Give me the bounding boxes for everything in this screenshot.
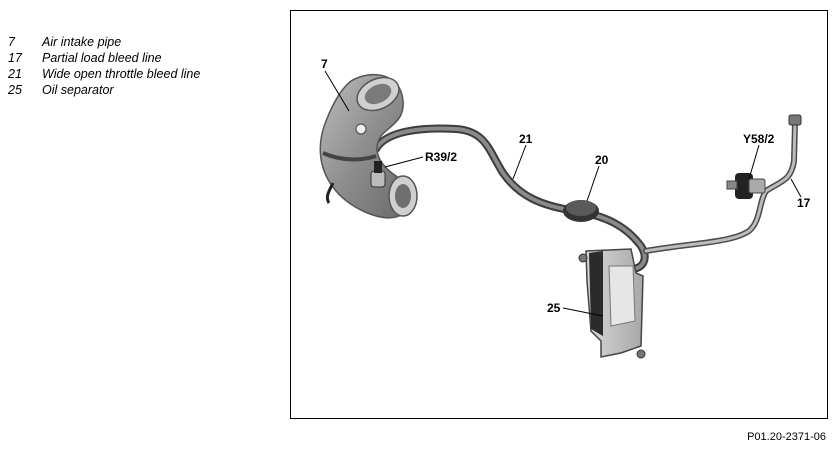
legend-label: Air intake pipe — [42, 35, 122, 49]
figure-id: P01.20-2371-06 — [747, 431, 826, 443]
bleed-line-21 — [372, 124, 649, 273]
legend-item-partial-load-bleed-line: 17 Partial load bleed line — [8, 50, 278, 66]
legend-number: 21 — [8, 67, 22, 81]
callout-y58-2: Y58/2 — [743, 132, 775, 146]
legend-label: Partial load bleed line — [42, 51, 162, 65]
callout-20: 20 — [595, 153, 609, 167]
callout-17: 17 — [797, 196, 811, 210]
valve-y58-2 — [726, 173, 766, 199]
legend-number: 17 — [8, 51, 22, 65]
legend-number: 7 — [8, 35, 15, 49]
oil-separator — [578, 248, 646, 359]
callout-r39-2: R39/2 — [425, 150, 457, 164]
bleed-line-17 — [643, 114, 802, 254]
legend-item-oil-separator: 25 Oil separator — [8, 82, 278, 98]
leader-lines — [324, 70, 802, 317]
legend-item-air-intake-pipe: 7 Air intake pipe — [8, 34, 278, 50]
legend-number: 25 — [8, 83, 22, 97]
component-diagram: 7 R39/2 21 20 Y58/2 17 25 — [319, 57, 811, 359]
callout-21: 21 — [519, 132, 533, 146]
diagram-frame: 7 R39/2 21 20 Y58/2 17 25 — [290, 10, 828, 419]
callout-25: 25 — [547, 301, 561, 315]
sensor-r39-2 — [370, 161, 386, 188]
legend-item-wide-open-throttle-bleed-line: 21 Wide open throttle bleed line — [8, 66, 278, 82]
legend: 7 Air intake pipe 17 Partial load bleed … — [8, 34, 278, 98]
component-20 — [563, 200, 599, 222]
air-intake-pipe — [319, 73, 418, 219]
legend-label: Oil separator — [42, 83, 114, 97]
legend-label: Wide open throttle bleed line — [42, 67, 201, 81]
callout-7: 7 — [321, 57, 328, 71]
